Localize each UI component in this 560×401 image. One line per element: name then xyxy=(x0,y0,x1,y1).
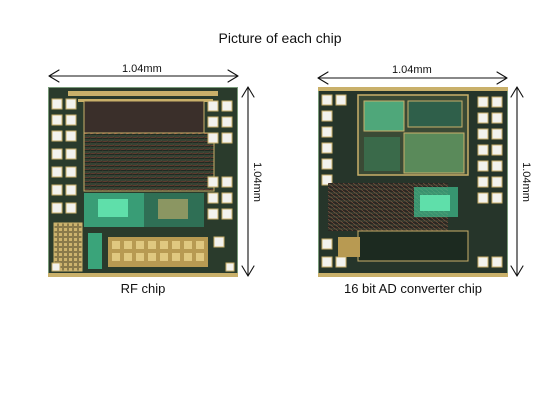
rf-chip-caption: RF chip xyxy=(120,281,166,296)
adc-width-label: 1.04mm xyxy=(392,64,432,76)
adc-height-label: 1.04mm xyxy=(519,162,532,202)
adc-height-arrow xyxy=(510,86,524,277)
adc-chip-caption: 16 bit AD converter chip xyxy=(343,281,483,296)
rf-width-label: 1.04mm xyxy=(122,63,162,75)
rf-height-arrow xyxy=(241,86,255,277)
adc-chip-image xyxy=(318,87,508,277)
rf-height-label: 1.04mm xyxy=(250,162,263,202)
rf-width-arrow xyxy=(48,69,239,83)
page-title: Picture of each chip xyxy=(218,30,342,46)
adc-width-arrow xyxy=(317,71,508,85)
rf-chip-image xyxy=(48,87,238,277)
